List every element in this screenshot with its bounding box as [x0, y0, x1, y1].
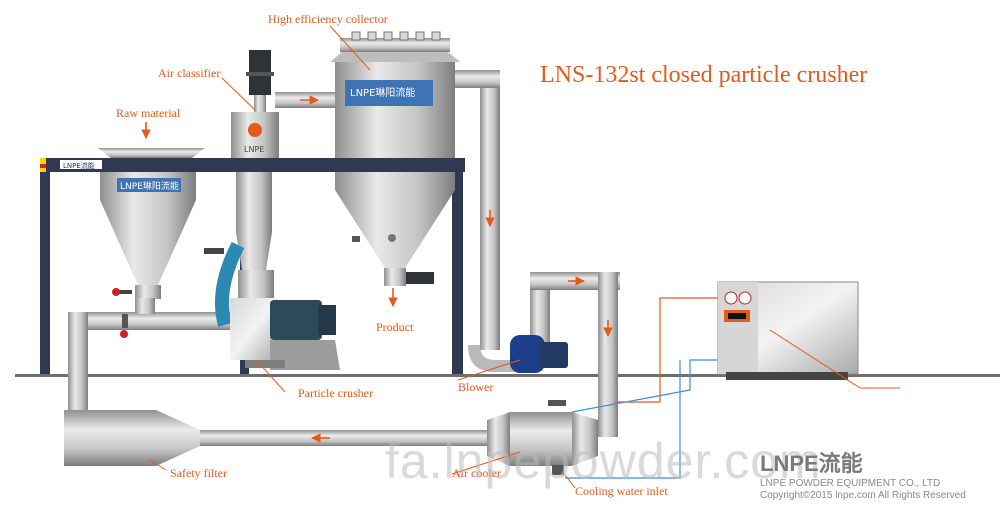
cooling-water-line — [565, 360, 681, 479]
air-cooler — [487, 400, 598, 475]
label-blower: Blower — [458, 380, 494, 394]
label-cooling-water: Cooling water inlet — [575, 484, 668, 498]
raw-material-hopper: LNPE琳阳流能 — [98, 148, 205, 299]
hopper-nameplate: LNPE琳阳流能 — [120, 180, 179, 192]
watermark: fa.lnpepowder.com — [385, 433, 822, 489]
safety-filter — [64, 410, 200, 466]
label-particle-crusher: Particle crusher — [298, 386, 373, 400]
hot-line — [615, 297, 718, 403]
label-product: Product — [376, 320, 414, 334]
blower — [510, 335, 568, 373]
chiller-unit — [717, 281, 859, 380]
water-return-line — [571, 359, 718, 413]
classifier-nameplate: LNPE — [244, 145, 264, 154]
flow-arrows — [141, 95, 613, 443]
label-collector: High efficiency collector — [268, 12, 388, 26]
particle-crusher — [230, 270, 340, 370]
label-raw-material: Raw material — [116, 106, 181, 120]
logo-copyright: Copyright©2015 lnpe.com All Rights Reser… — [760, 490, 966, 501]
logo-word: LNPE流能 — [760, 451, 863, 476]
label-classifier: Air classifier — [158, 66, 221, 80]
label-air-cooler: Air cooler — [452, 466, 501, 480]
diagram-title: LNS-132st closed particle crusher — [540, 62, 868, 88]
leader-lines — [149, 25, 900, 489]
collector-nameplate: LNPE琳阳流能 — [350, 86, 415, 99]
pipe-network — [68, 70, 620, 446]
floor-line — [15, 374, 1000, 377]
logo-company: LNPE POWDER EQUIPMENT CO., LTD — [760, 478, 941, 489]
high-efficiency-collector: LNPE琳阳流能 — [330, 31, 460, 286]
label-safety-filter: Safety filter — [170, 466, 227, 480]
company-logo: LNPE流能 LNPE POWDER EQUIPMENT CO., LTD Co… — [760, 446, 990, 502]
air-classifier: LNPE — [204, 50, 279, 327]
frame-nameplate: LNPE流能 — [63, 161, 95, 170]
